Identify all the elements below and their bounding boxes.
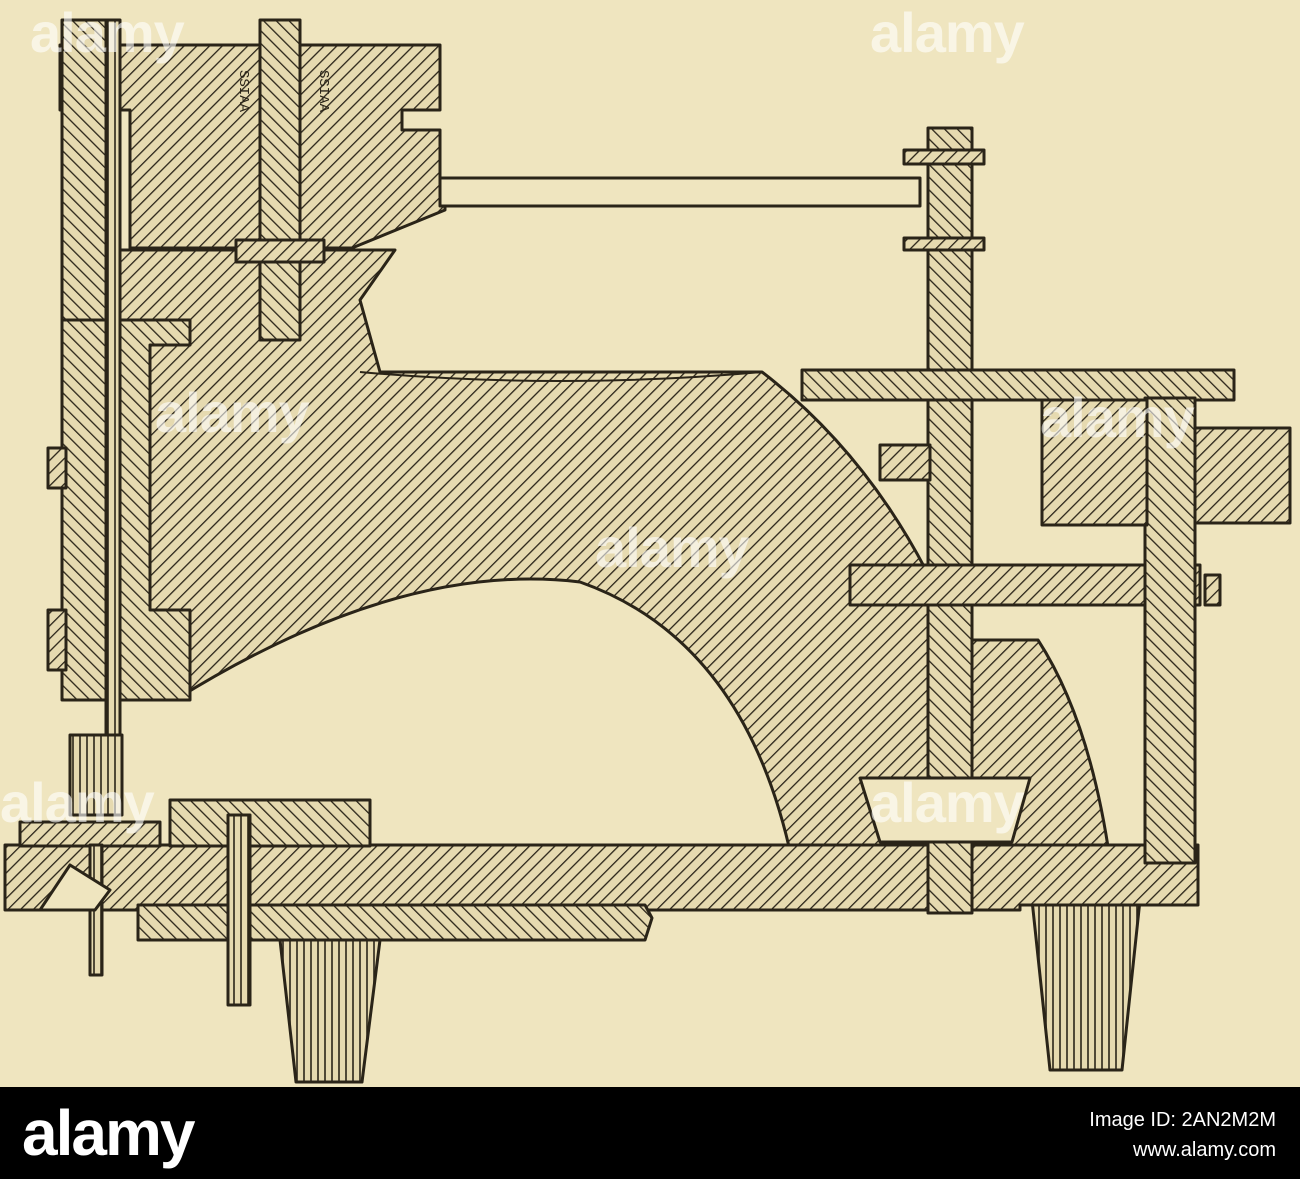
gear-block-2 <box>1193 426 1292 525</box>
left-foot <box>278 938 382 1084</box>
needle-clamp <box>68 733 124 817</box>
spindle-nut <box>234 238 326 264</box>
side-lug-1 <box>46 446 68 490</box>
left-frame <box>60 18 108 322</box>
sewing-machine-cross-section: SSIAA SSIAA alamy alamy alamy alamy alam… <box>0 1 1292 1084</box>
shaft-collar-2 <box>902 236 986 252</box>
bobbin-case <box>858 776 1032 844</box>
bobbin-shaft <box>226 813 252 1007</box>
side-lug-2 <box>46 608 68 672</box>
vertical-spindle <box>258 18 302 342</box>
needle-bar <box>104 18 122 812</box>
stock-meta: Image ID: 2AN2M2M www.alamy.com <box>1089 1105 1276 1165</box>
head-engraving-left: SSIAA <box>235 70 251 113</box>
head-engraving-right: SSIAA <box>315 70 331 113</box>
gear-housing-post <box>1143 396 1197 865</box>
image-id: Image ID: 2AN2M2M <box>1089 1109 1276 1131</box>
top-shaft <box>438 176 922 208</box>
base-cover-strip <box>18 820 162 848</box>
stock-url[interactable]: www.alamy.com <box>1133 1139 1276 1161</box>
stock-footer-bar: alamy Image ID: 2AN2M2M www.alamy.com <box>0 1087 1300 1179</box>
collar-left <box>878 443 932 482</box>
side-bracket <box>1203 573 1222 607</box>
right-foot <box>1030 898 1142 1072</box>
looper-hook <box>38 863 112 912</box>
shaft-collar-top <box>902 148 986 166</box>
base-plate <box>3 843 1200 912</box>
gear-block-1 <box>1040 398 1149 527</box>
stock-logo: alamy <box>22 1097 195 1169</box>
base-block <box>168 798 372 848</box>
lower-flange <box>848 563 1202 607</box>
upper-flange <box>800 368 1236 402</box>
base-underplate <box>136 903 654 942</box>
arm-inner-curve <box>359 371 763 382</box>
